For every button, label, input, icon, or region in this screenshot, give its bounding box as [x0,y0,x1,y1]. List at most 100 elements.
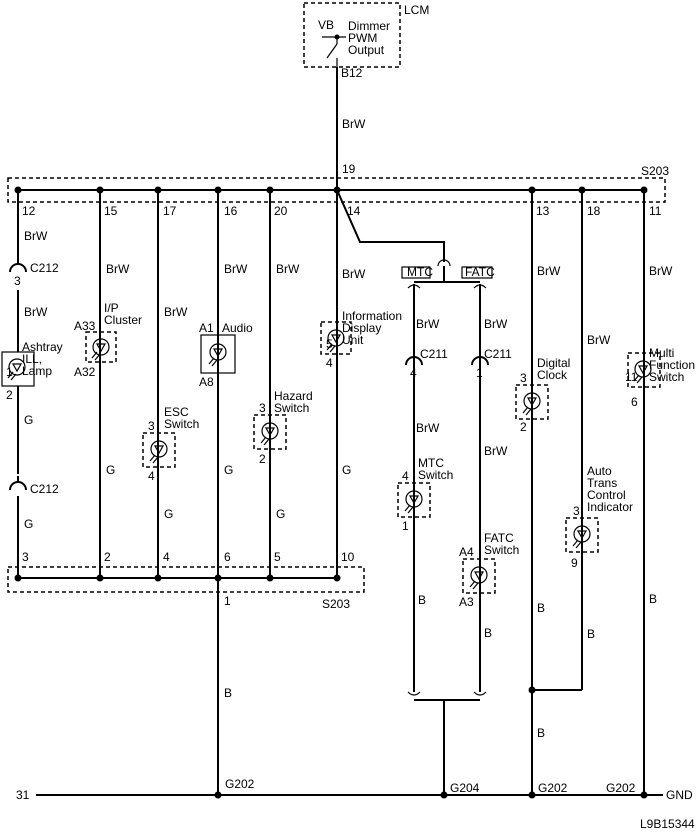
bottom-pin-1: 3 [22,550,29,564]
diagram-label: BrW [24,229,48,243]
diagram-label: G [164,507,173,521]
ground-bus: 31 G202 G204 G202 G202 GND [16,777,693,802]
diagram-label: BrW [276,262,300,276]
diagram-label: Hazard [274,389,313,403]
diagram-label: 4 [326,356,333,370]
diagram-label: 3 [520,371,527,385]
diagram-label: Control [587,488,626,502]
diagram-label: I/P [104,301,119,315]
fatc-lamp-icon [470,566,488,584]
circuit-trans-indicator: BrW Auto Trans Control Indicator 3 9 B [532,190,633,691]
diagram-label: Unit [342,333,364,347]
audio-box [200,334,236,374]
top-pin-7: 13 [536,204,550,218]
diagram-label: Digital [537,356,570,370]
diagram-label: MTC [418,456,444,470]
diagram-label: 2 [6,388,13,402]
top-pin-2: 15 [104,204,118,218]
wire-label-lcm: BrW [342,117,366,131]
bottom-pin-4: 6 [224,550,231,564]
diagram-label: B [537,601,545,615]
diagram-label: BrW [224,262,248,276]
bottom-pin-3: 4 [163,550,170,564]
diagram-label: 4 [148,469,155,483]
multi-lamp-icon [634,360,652,378]
lcm-pin: B12 [341,66,363,80]
diagram-label: G [24,413,33,427]
diagram-label: 6 [631,395,638,409]
top-pin-1: 12 [22,204,36,218]
diagram-label: 1 [476,366,483,380]
circuit-esc-switch: BrW ESC Switch 3 4 G [142,190,199,578]
circuit-hazard-switch: BrW Hazard Switch 3 2 G [253,190,313,578]
diagram-label: BrW [24,305,48,319]
splice-in-pin: 19 [342,162,356,176]
ground-left-number: 31 [16,788,30,802]
ground-g202-c: G202 [606,781,636,795]
diagram-label: Multi [649,346,674,360]
diagram-label: A8 [199,375,214,389]
diagram-label: ILL, [22,352,42,366]
diagram-label: 1 [6,365,13,379]
diagram-label: 3 [14,274,21,288]
ground-g204: G204 [450,781,480,795]
diagram-label: Auto [587,464,612,478]
diagram-label: 3 [148,419,155,433]
diagram-label: A4 [459,545,474,559]
diagram-label: Ashtray [22,340,63,354]
top-pin-6: 14 [347,204,361,218]
diagram-label: C212 [30,482,59,496]
diagram-label: Information [342,309,402,323]
ground-gnd-label: GND [666,788,693,802]
diagram-label: Switch [649,370,684,384]
diagram-label: G [276,507,285,521]
diagram-label: 4 [410,366,417,380]
diagram-label: BrW [106,262,130,276]
diagram-label: B [537,726,545,740]
diagram-label: Cluster [104,313,142,327]
diagram-label: Switch [274,401,309,415]
diagram-label: G [106,463,115,477]
circuit-audio: BrW A1 Audio A8 G B [199,190,253,795]
diagram-label: B [649,592,657,606]
lcm-title: LCM [404,3,429,17]
diagram-label: 2 [259,452,266,466]
diagram-label: BrW [342,267,366,281]
hazard-lamp-icon [261,422,279,440]
connector-c212-upper [9,263,27,273]
splice-bottom-out-pin: 1 [224,594,231,608]
circuit-ashtray: BrW C212 3 BrW Ashtray ILL, Lamp 1 2 G C… [1,190,63,578]
trans-lamp-icon [573,525,591,543]
diagram-label: ESC [164,405,189,419]
diagram-label: Display [342,321,381,335]
diagram-label: C211 [420,347,448,361]
connector-c212-lower [9,481,27,491]
diagram-label: Indicator [587,500,633,514]
diagram-label: B [224,686,232,700]
diagram-label: 3 [259,401,266,415]
diagram-label: A3 [459,595,474,609]
diagram-label: FATC [484,531,514,545]
lcm-output-l2: PWM [348,31,377,45]
mtc-lamp-icon [405,490,423,508]
diagram-label: B [418,593,426,607]
bottom-pin-5: 5 [274,550,281,564]
info-lamp-icon [327,329,345,347]
top-pin-3: 17 [163,204,177,218]
diagram-label: C212 [30,261,59,275]
diagram-label: 9 [571,556,578,570]
diagram-label: BrW [484,444,508,458]
diagram-label: G [24,517,33,531]
connector-c211-fatc [471,356,489,366]
circuit-info-display: BrW Information Display Unit 5 4 G [320,190,402,578]
lcm-output-l1: Dimmer [348,19,390,33]
diagram-label: Audio [222,321,253,335]
esc-lamp-icon [150,440,168,458]
diagram-label: 4 [402,469,409,483]
bottom-pin-2: 2 [104,550,111,564]
lcm-vb-label: VB [318,18,334,32]
top-pin-9: 11 [649,204,662,218]
diagram-label: FATC [465,265,495,279]
diagram-label: A1 [199,321,214,335]
